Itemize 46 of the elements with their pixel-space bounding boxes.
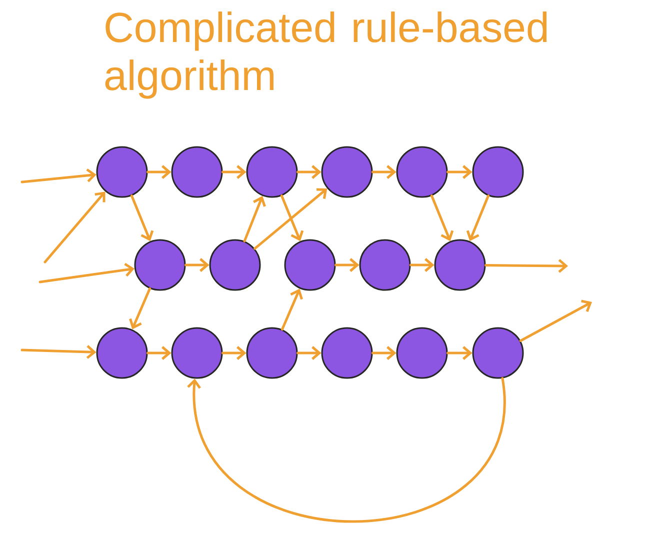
arrow — [296, 346, 322, 360]
circle-node — [434, 239, 486, 291]
arrow — [372, 346, 396, 360]
circle-node — [171, 146, 223, 198]
arrow — [446, 346, 472, 360]
circle-node — [246, 327, 298, 379]
arrow — [20, 168, 96, 184]
arrow — [484, 258, 568, 273]
arrow — [38, 262, 134, 284]
circle-node — [472, 146, 524, 198]
title: Complicated rule-based algorithm — [105, 12, 547, 99]
arrow — [243, 196, 266, 242]
circle-node — [321, 146, 373, 198]
arrow — [187, 377, 504, 523]
circle-node — [96, 327, 148, 379]
circle-node — [209, 239, 261, 291]
circle-node — [96, 146, 148, 198]
arrow — [280, 194, 304, 242]
arrow — [184, 258, 210, 272]
arrow — [296, 165, 322, 179]
arrow — [334, 258, 360, 272]
arrow — [446, 165, 472, 179]
arrow — [222, 346, 246, 360]
arrow — [280, 288, 303, 331]
arrow — [44, 192, 106, 264]
arrow — [129, 287, 152, 330]
arrow — [254, 188, 328, 250]
arrow — [372, 165, 396, 179]
circle-node — [134, 239, 186, 291]
circle-node — [396, 327, 448, 379]
circle-node — [284, 239, 336, 291]
circle-node — [246, 146, 298, 198]
arrow — [466, 194, 490, 242]
circle-node — [359, 239, 411, 291]
arrow — [146, 165, 172, 179]
arrow — [222, 165, 246, 179]
arrow — [130, 194, 154, 242]
arrow — [519, 300, 592, 342]
arrow — [20, 345, 96, 359]
arrow — [410, 258, 434, 272]
arrow — [430, 194, 454, 242]
circle-node — [171, 327, 223, 379]
circle-node — [396, 146, 448, 198]
arrow — [146, 346, 172, 360]
circle-node — [472, 327, 524, 379]
circle-node — [321, 327, 373, 379]
